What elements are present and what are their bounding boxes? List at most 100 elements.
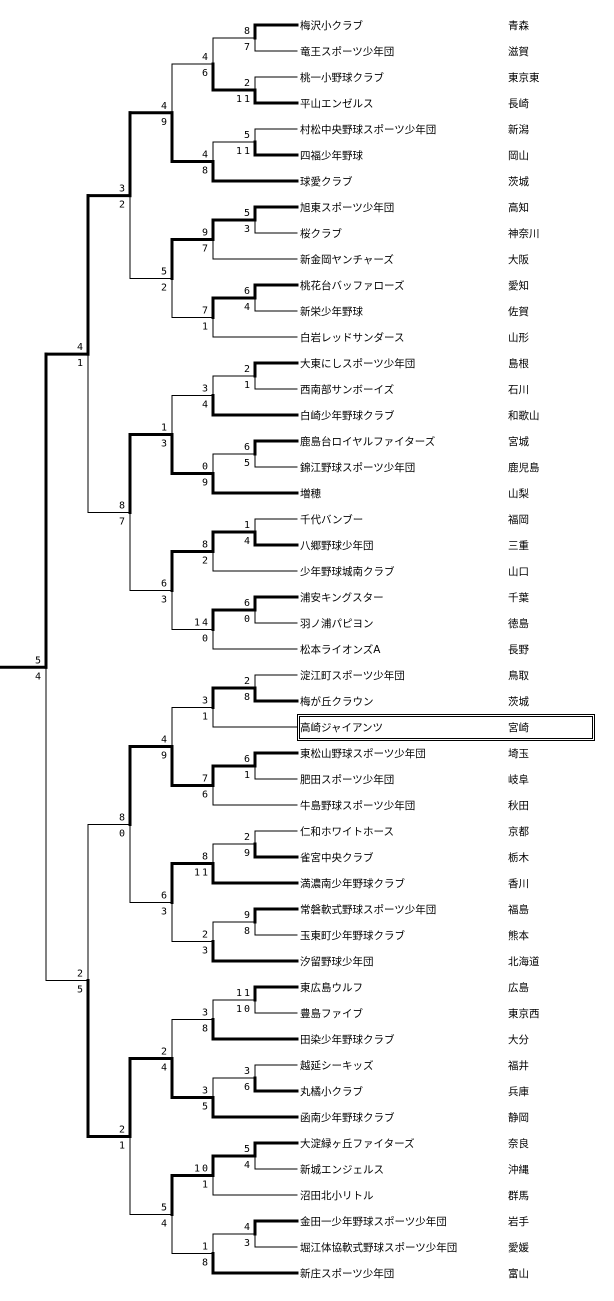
team-name: 常磐軟式野球スポーツ少年団: [300, 903, 437, 916]
team-row[interactable]: 八郷野球少年団三重: [297, 532, 595, 558]
team-name: 高崎ジャイアンツ: [300, 722, 384, 734]
team-row[interactable]: 淀江町スポーツ少年団鳥取: [297, 662, 595, 688]
team-prefecture: 岩手: [508, 1215, 529, 1228]
team-name: 新庄スポーツ少年団: [300, 1267, 395, 1280]
team-row[interactable]: 旭東スポーツ少年団高知: [297, 194, 595, 220]
score-top: 5: [244, 208, 252, 219]
team-name: 丸橘小クラブ: [300, 1085, 363, 1098]
team-row[interactable]: 錦江野球スポーツ少年団鹿児島: [297, 454, 595, 480]
team-prefecture: 奈良: [508, 1137, 529, 1150]
team-row[interactable]: 白岩レッドサンダース山形: [297, 324, 595, 350]
team-row[interactable]: 球愛クラブ茨城: [297, 168, 595, 194]
score-bottom: 9: [202, 478, 210, 489]
team-row[interactable]: 豊島ファイブ東京西: [297, 1000, 595, 1026]
score-bottom: 5: [202, 1102, 210, 1113]
team-row[interactable]: 大淀緑ヶ丘ファイターズ奈良: [297, 1130, 595, 1156]
score-top: 4: [161, 101, 169, 112]
team-row[interactable]: 桜クラブ神奈川: [297, 220, 595, 246]
team-row[interactable]: 梅が丘クラウン茨城: [297, 688, 595, 714]
team-row[interactable]: 少年野球城南クラブ山口: [297, 558, 595, 584]
score-top: 5: [161, 267, 169, 278]
team-row[interactable]: 仁和ホワイトホース京都: [297, 818, 595, 844]
score-bottom: 0: [244, 614, 252, 625]
team-prefecture: 鳥取: [508, 669, 529, 682]
score-bottom: 8: [244, 692, 252, 703]
team-row[interactable]: 東松山野球スポーツ少年団埼玉: [297, 740, 595, 766]
score-bottom: 6: [202, 790, 210, 801]
team-prefecture: 東京東: [508, 71, 540, 84]
team-row[interactable]: 増穂山梨: [297, 480, 595, 506]
team-row[interactable]: 越延シーキッズ福井: [297, 1052, 595, 1078]
score-top: 14: [194, 618, 210, 629]
team-row[interactable]: 田染少年野球クラブ大分: [297, 1026, 595, 1052]
team-name: 梅沢小クラブ: [300, 19, 363, 32]
team-row[interactable]: 汐留野球少年団北海道: [297, 948, 595, 974]
team-row[interactable]: 牛島野球スポーツ少年団秋田: [297, 792, 595, 818]
team-row[interactable]: 肥田スポーツ少年団岐阜: [297, 766, 595, 792]
team-row[interactable]: 金田一少年野球スポーツ少年団岩手: [297, 1208, 595, 1234]
score-bottom: 3: [161, 439, 169, 450]
team-row[interactable]: 浦安キングスター 千葉: [297, 584, 595, 610]
team-row[interactable]: 新栄少年野球佐賀: [297, 298, 595, 324]
team-row[interactable]: 桃一小野球クラブ東京東: [297, 64, 595, 90]
team-row[interactable]: 玉東町少年野球クラブ熊本: [297, 922, 595, 948]
team-row[interactable]: 桃花台バッファローズ愛知: [297, 272, 595, 298]
team-row[interactable]: 梅沢小クラブ青森: [297, 12, 595, 38]
team-row[interactable]: 雀宮中央クラブ栃木: [297, 844, 595, 870]
score-top: 2: [77, 969, 85, 980]
score-bottom: 0: [202, 634, 210, 645]
team-row[interactable]: 白崎少年野球クラブ和歌山: [297, 402, 595, 428]
team-prefecture: 栃木: [508, 851, 529, 864]
team-row[interactable]: 羽ノ浦パピヨン徳島: [297, 610, 595, 636]
team-row[interactable]: 新庄スポーツ少年団富山: [297, 1260, 595, 1286]
score-top: 5: [244, 130, 252, 141]
team-row[interactable]: 東広島ウルフ広島: [297, 974, 595, 1000]
score-bottom: 1: [244, 380, 252, 391]
team-row[interactable]: 大東にしスポーツ少年団島根: [297, 350, 595, 376]
team-row[interactable]: 満濃南少年野球クラブ香川: [297, 870, 595, 896]
team-row[interactable]: 千代バンブー福岡: [297, 506, 595, 532]
team-name: 東松山野球スポーツ少年団: [300, 747, 426, 760]
score-top: 7: [202, 306, 210, 317]
team-row[interactable]: 常磐軟式野球スポーツ少年団福島: [297, 896, 595, 922]
team-name: 越延シーキッズ: [300, 1059, 374, 1072]
score-bottom: 1: [202, 322, 210, 333]
score-top: 2: [119, 1125, 127, 1136]
score-bottom: 4: [161, 1063, 169, 1074]
team-prefecture: 香川: [508, 877, 529, 890]
score-top: 9: [244, 910, 252, 921]
team-row-highlighted[interactable]: 高崎ジャイアンツ宮崎: [297, 714, 595, 741]
team-row[interactable]: 平山エンゼルス長崎: [297, 90, 595, 116]
team-row[interactable]: 村松中央野球スポーツ少年団新潟: [297, 116, 595, 142]
team-row[interactable]: 函南少年野球クラブ静岡: [297, 1104, 595, 1130]
team-row[interactable]: 鹿島台ロイヤルファイターズ宮城: [297, 428, 595, 454]
team-prefecture: 沖縄: [508, 1163, 529, 1176]
score-top: 2: [244, 78, 252, 89]
team-prefecture: 兵庫: [508, 1085, 529, 1098]
team-name: 浦安キングスター: [300, 591, 384, 604]
score-top: 3: [202, 1008, 210, 1019]
team-row[interactable]: 新城エンジェルス沖縄: [297, 1156, 595, 1182]
team-prefecture: 北海道: [508, 955, 540, 968]
team-name: 沼田北小リトル: [300, 1189, 374, 1202]
team-row[interactable]: 新金岡ヤンチャーズ大阪: [297, 246, 595, 272]
score-bottom: 1: [244, 770, 252, 781]
team-name: 球愛クラブ: [300, 175, 353, 188]
team-row[interactable]: 西南部サンボーイズ石川: [297, 376, 595, 402]
team-name: 平山エンゼルス: [300, 97, 374, 110]
team-prefecture: 新潟: [508, 123, 529, 136]
team-row[interactable]: 四福少年野球岡山: [297, 142, 595, 168]
team-prefecture: 山形: [508, 331, 529, 344]
score-top: 5: [244, 1144, 252, 1155]
team-row[interactable]: 竜王スポーツ少年団滋賀: [297, 38, 595, 64]
team-name: 大東にしスポーツ少年団: [300, 357, 416, 370]
score-top: 8: [244, 26, 252, 37]
team-row[interactable]: 沼田北小リトル群馬: [297, 1182, 595, 1208]
score-top: 7: [202, 774, 210, 785]
team-row[interactable]: 堀江体協軟式野球スポーツ少年団愛媛: [297, 1234, 595, 1260]
team-row[interactable]: 丸橘小クラブ 兵庫: [297, 1078, 595, 1104]
team-prefecture: 千葉: [508, 591, 529, 604]
team-name: 四福少年野球: [300, 149, 363, 162]
